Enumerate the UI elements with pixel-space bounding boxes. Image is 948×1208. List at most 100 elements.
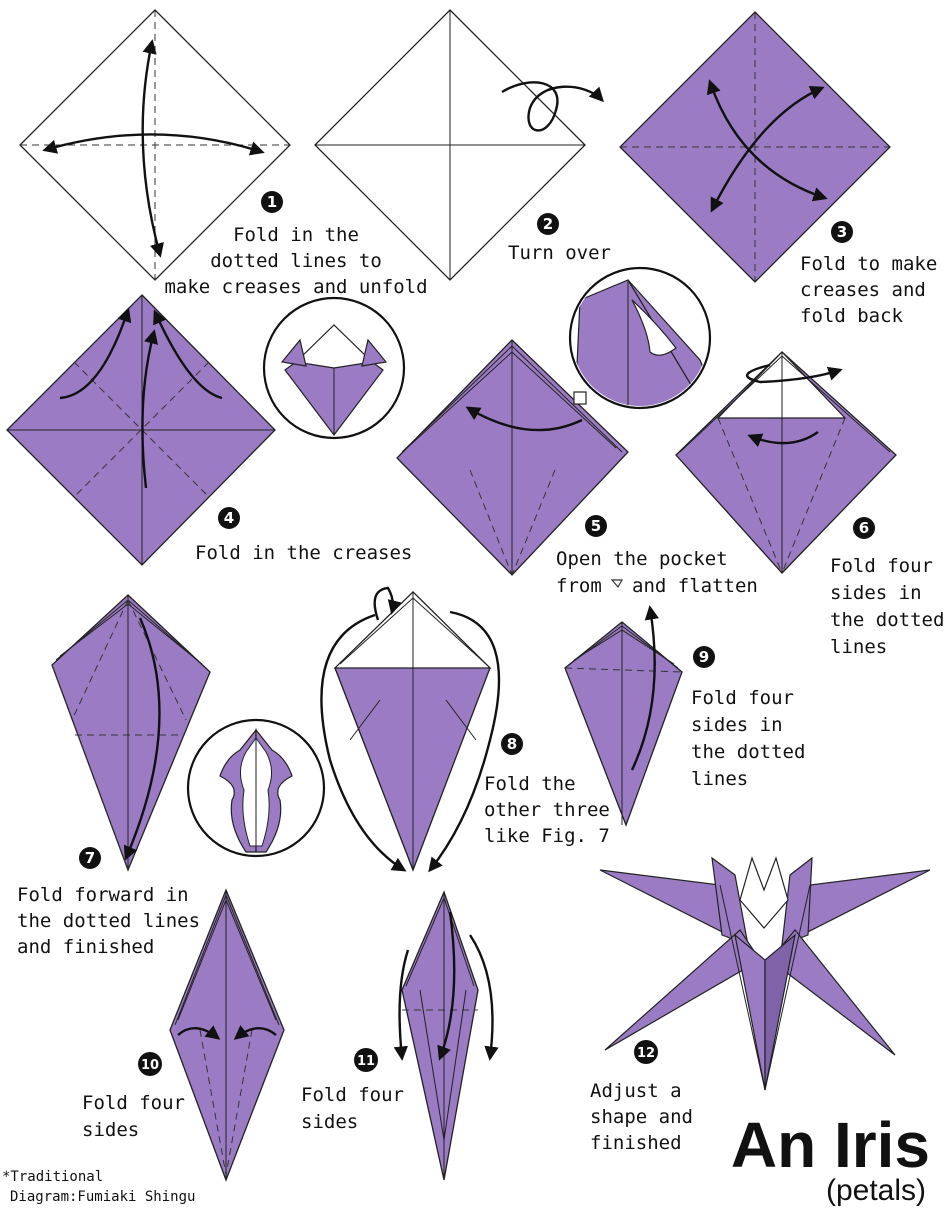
fold-arrow — [630, 605, 659, 771]
step-10-instructions: Fold four sides — [82, 1092, 185, 1141]
svg-text:Fold in the creases: Fold in the creases — [195, 542, 412, 564]
detail-circle-4 — [262, 296, 406, 440]
step-7-instructions: Fold forward in the dotted lines and fin… — [17, 884, 200, 958]
svg-text:7: 7 — [85, 849, 95, 867]
fold-arrow — [141, 329, 159, 489]
svg-text:12: 12 — [637, 1046, 655, 1061]
fold-arrow — [710, 86, 825, 213]
svg-text:3: 3 — [837, 223, 847, 241]
svg-text:make creases and unfold: make creases and unfold — [164, 276, 427, 298]
step-number-6: 6 — [853, 517, 875, 539]
page-title: An Iris — [731, 1109, 930, 1181]
fold-arrow — [373, 586, 402, 621]
fold-arrow — [123, 617, 161, 861]
svg-text:Fold four: Fold four — [830, 555, 933, 577]
svg-text:finished: finished — [590, 1132, 682, 1154]
svg-text:Fold four: Fold four — [82, 1092, 185, 1114]
svg-text:like Fig. 7: like Fig. 7 — [484, 825, 610, 847]
figure-2 — [314, 9, 604, 281]
svg-text:8: 8 — [507, 735, 517, 753]
svg-text:sides in: sides in — [830, 582, 922, 604]
step-12-instructions: Adjust a shape and finished — [590, 1080, 693, 1154]
figure-1 — [19, 9, 291, 281]
svg-text:creases and: creases and — [800, 279, 926, 301]
step-2-instructions: Turn over — [508, 242, 611, 264]
svg-text:Fold in the: Fold in the — [233, 224, 359, 246]
step-3-instructions: Fold to make creases and fold back — [800, 253, 937, 327]
svg-text:lines: lines — [691, 768, 748, 790]
step-number-12: 12 — [634, 1040, 658, 1064]
svg-text:Adjust a: Adjust a — [590, 1080, 682, 1102]
svg-text:Fold four: Fold four — [301, 1084, 404, 1106]
credit-traditional: *Traditional — [2, 1169, 103, 1185]
svg-text:sides in: sides in — [691, 714, 783, 736]
step-9-instructions: Fold four sides in the dotted lines — [691, 687, 805, 790]
figure-11 — [393, 890, 499, 1181]
svg-text:10: 10 — [141, 1058, 159, 1073]
turn-arrow — [746, 363, 843, 384]
fold-arrow — [428, 610, 501, 873]
figure-8 — [320, 586, 501, 873]
step-number-1: 1 — [261, 191, 283, 213]
figure-12 — [599, 856, 931, 1091]
svg-text:Open the pocket: Open the pocket — [556, 548, 728, 570]
svg-text:4: 4 — [224, 509, 234, 527]
step-1-instructions: Fold in the dotted lines to make creases… — [164, 224, 427, 298]
fold-arrow — [320, 613, 407, 872]
svg-text:Fold the: Fold the — [484, 773, 576, 795]
svg-text:from: from — [556, 575, 602, 597]
svg-text:5: 5 — [591, 517, 601, 535]
svg-text:the dotted: the dotted — [830, 609, 944, 631]
svg-text:2: 2 — [543, 215, 553, 233]
step-number-8: 8 — [501, 733, 523, 755]
detail-circle-7 — [186, 718, 326, 858]
figure-3 — [619, 11, 891, 283]
fold-arrow — [437, 911, 456, 1061]
svg-text:sides: sides — [301, 1111, 358, 1133]
detail-circle-5 — [568, 266, 712, 410]
svg-text:Turn over: Turn over — [508, 242, 611, 264]
fold-arrow — [233, 1025, 277, 1040]
svg-text:dotted lines to: dotted lines to — [210, 250, 382, 272]
step-5-instructions: Open the pocket from and flatten — [556, 548, 758, 597]
fold-arrow — [393, 949, 410, 1061]
svg-text:the dotted: the dotted — [691, 741, 805, 763]
svg-text:Fold four: Fold four — [691, 687, 794, 709]
step-number-9: 9 — [693, 646, 715, 668]
page-subtitle: (petals) — [826, 1174, 926, 1207]
step-number-11: 11 — [354, 1048, 378, 1072]
figure-6 — [675, 351, 897, 574]
fold-arrow — [469, 934, 499, 1061]
step-number-10: 10 — [138, 1052, 162, 1076]
svg-text:other three: other three — [484, 799, 610, 821]
step-6-instructions: Fold four sides in the dotted lines — [830, 555, 944, 658]
turn-over-arrow — [501, 81, 604, 132]
fold-arrow — [59, 307, 132, 400]
step-number-3: 3 — [831, 221, 853, 243]
fold-arrow — [747, 431, 819, 447]
fold-arrow — [177, 1025, 221, 1040]
svg-text:and flatten: and flatten — [632, 575, 758, 597]
svg-text:sides: sides — [82, 1119, 139, 1141]
pocket-arrow-icon — [610, 579, 624, 589]
figure-9 — [564, 605, 683, 827]
credit-diagram-author: Diagram:Fumiaki Shingu — [10, 1189, 195, 1205]
figure-7 — [51, 594, 211, 872]
step-11-instructions: Fold four sides — [301, 1084, 404, 1133]
fold-arrow — [141, 39, 164, 258]
figure-5 — [396, 339, 629, 576]
svg-text:the dotted lines: the dotted lines — [17, 910, 200, 932]
fold-arrow — [465, 406, 583, 432]
svg-text:9: 9 — [699, 648, 709, 666]
svg-text:lines: lines — [830, 636, 887, 658]
svg-text:shape and: shape and — [590, 1106, 693, 1128]
step-number-2: 2 — [537, 213, 559, 235]
step-4-instructions: Fold in the creases — [195, 542, 412, 564]
figure-4 — [6, 294, 276, 566]
step-number-5: 5 — [585, 515, 607, 537]
figure-10 — [169, 888, 285, 1182]
svg-text:and finished: and finished — [17, 936, 154, 958]
fold-arrow — [153, 309, 223, 400]
svg-text:1: 1 — [267, 193, 277, 211]
step-number-7: 7 — [79, 847, 101, 869]
